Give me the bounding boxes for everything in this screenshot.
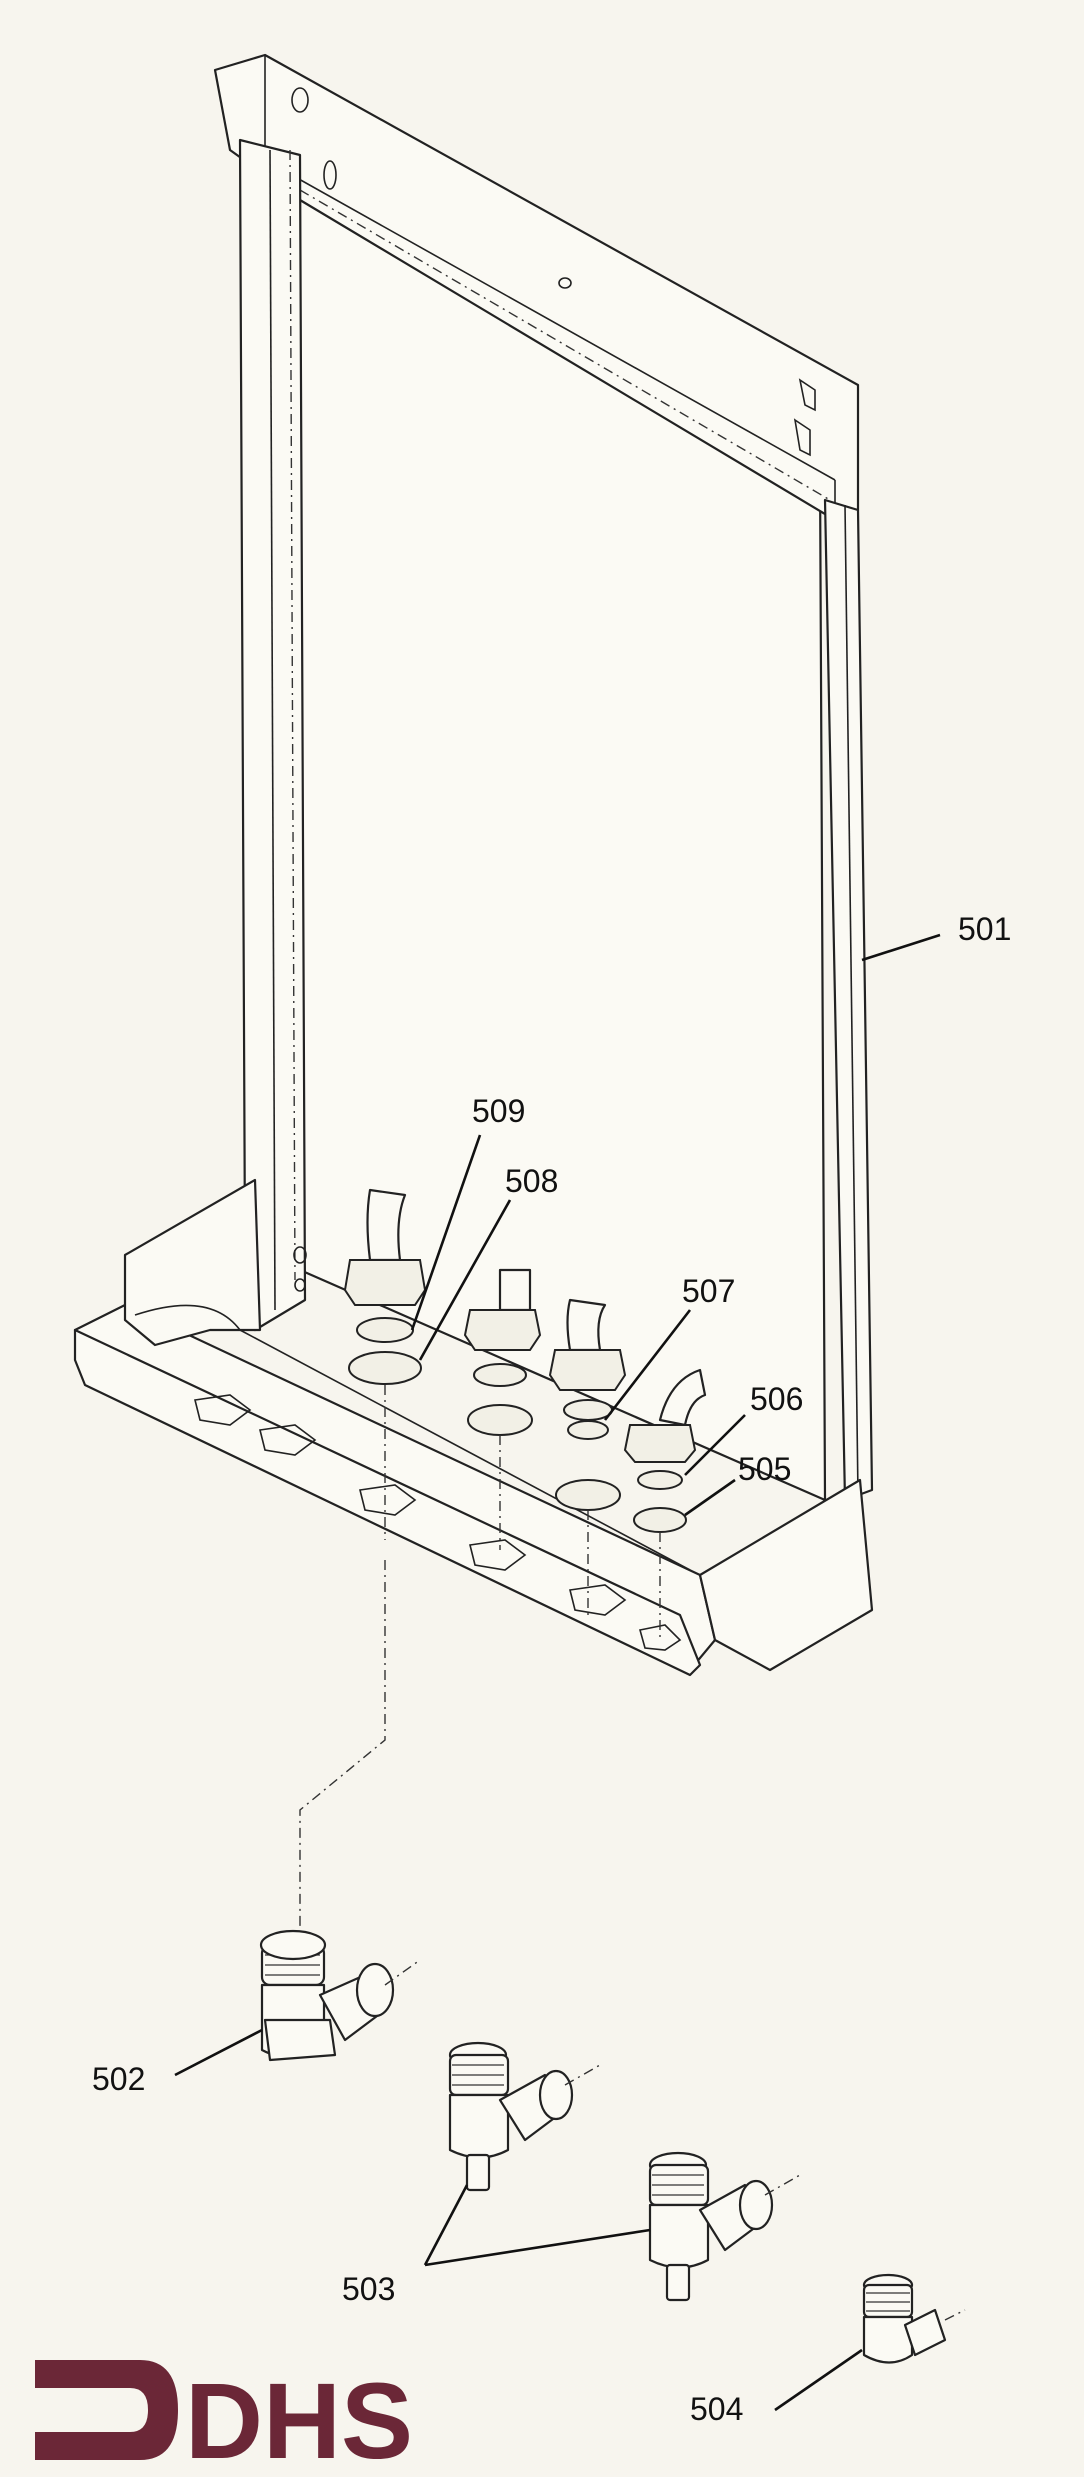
dhs-logo: DHS [35, 2360, 413, 2477]
valve-502 [259, 1929, 421, 2062]
valve-503-upper [448, 2041, 601, 2192]
callout-502: 502 [92, 2061, 145, 2097]
callout-509: 509 [472, 1093, 525, 1129]
logo-arrow-mark [35, 2360, 178, 2460]
frame-right-rail [823, 498, 874, 1502]
tray-front-lip [73, 1328, 702, 1677]
valve-503-lower [648, 2151, 801, 2302]
mounting-frame [73, 53, 874, 1677]
tray-right-box [698, 1478, 874, 1672]
callout-501: 501 [958, 911, 1011, 947]
callout-506: 506 [750, 1381, 803, 1417]
logo-text: DHS [185, 2360, 413, 2477]
callout-508: 508 [505, 1163, 558, 1199]
callout-503: 503 [342, 2271, 395, 2307]
tray-left-wall [123, 1178, 262, 1347]
tray-holes [194, 1394, 682, 1651]
callout-505: 505 [738, 1451, 791, 1487]
callout-504: 504 [690, 2391, 743, 2427]
pipe-fittings [343, 1188, 707, 1640]
callout-labels: 501 509 508 507 506 505 502 503 504 [92, 911, 1011, 2427]
callout-507: 507 [682, 1273, 735, 1309]
elbow-504 [862, 2273, 966, 2364]
leader-lines [174, 933, 941, 2412]
